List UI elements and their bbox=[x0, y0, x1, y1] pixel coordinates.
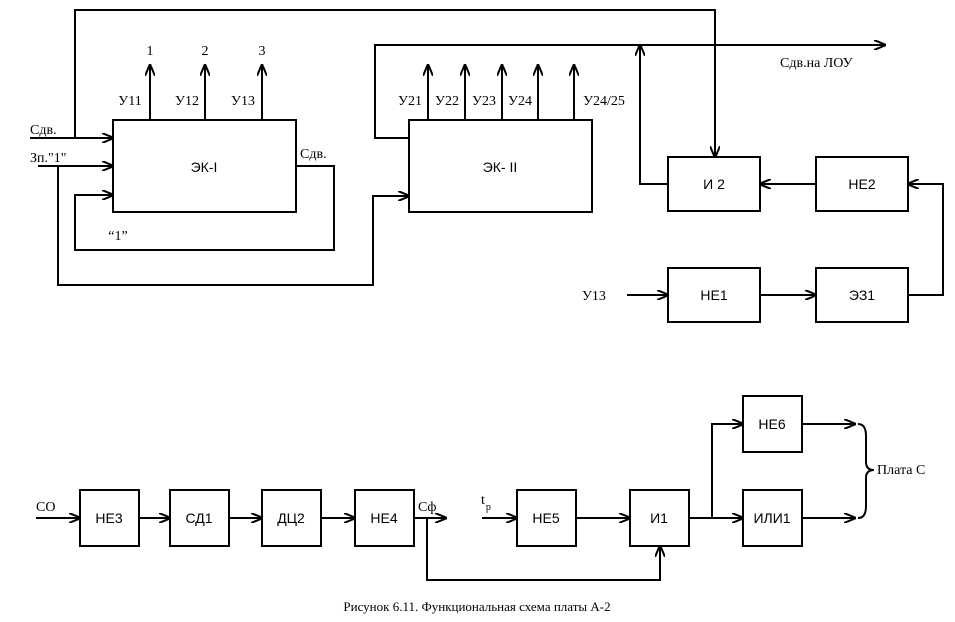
ez1-to-ne2-arrow bbox=[908, 184, 944, 296]
i1-label: И1 bbox=[650, 510, 668, 526]
ek2-output-label-1: У21 bbox=[398, 94, 422, 109]
co-input-label: СО bbox=[36, 500, 55, 515]
plata-c-label: Плата С bbox=[877, 463, 925, 478]
sf-label: Сф bbox=[418, 500, 436, 515]
dts2-label: ДЦ2 bbox=[277, 510, 305, 526]
sf-to-i1-wire bbox=[426, 518, 660, 581]
ek2-block: ЭК- II bbox=[408, 119, 593, 213]
ez1-block: ЭЗ1 bbox=[815, 267, 909, 323]
zp1-input-label: Зп."1" bbox=[30, 151, 66, 166]
one-loop-label: “1” bbox=[108, 229, 127, 244]
sdv-lou-wire bbox=[374, 45, 885, 139]
ne3-label: НЕ3 bbox=[95, 510, 122, 526]
ek2-output-label-3: У23 bbox=[472, 94, 496, 109]
ne-chain-wires: У13 bbox=[582, 184, 944, 304]
ili1-label: ИЛИ1 bbox=[753, 510, 790, 526]
one-feedback-wire bbox=[74, 165, 335, 251]
i1-block: И1 bbox=[629, 489, 690, 547]
ne1-block: НЕ1 bbox=[667, 267, 761, 323]
ne4-label: НЕ4 bbox=[370, 510, 397, 526]
u13-input-label: У13 bbox=[582, 289, 606, 304]
ne3-block: НЕ3 bbox=[79, 489, 140, 547]
ne6-label: НЕ6 bbox=[758, 416, 785, 432]
sdv-output-label: Сдв. bbox=[300, 147, 327, 162]
ne6-block: НЕ6 bbox=[742, 395, 803, 453]
ek1-output-num-3: 3 bbox=[259, 44, 266, 59]
ez1-label: ЭЗ1 bbox=[849, 287, 875, 303]
i2-output-wire bbox=[640, 45, 668, 185]
ne2-label: НЕ2 bbox=[848, 176, 875, 192]
ek1-output-label-1: У11 bbox=[118, 94, 141, 109]
ek2-outputs: У21 У22 У23 У24 У24/25 bbox=[398, 65, 625, 120]
ek2-output-label-4: У24 bbox=[508, 94, 532, 109]
ek1-feedback-loop: Сдв. “1” bbox=[74, 147, 335, 251]
figure-caption: Рисунок 6.11. Функциональная схема платы… bbox=[343, 599, 610, 614]
ne4-block: НЕ4 bbox=[354, 489, 415, 547]
sd1-block: СД1 bbox=[169, 489, 230, 547]
ek1-output-num-1: 1 bbox=[147, 44, 154, 59]
ek2-output-label-5: У24/25 bbox=[583, 94, 625, 109]
ek1-output-label-2: У12 bbox=[175, 94, 199, 109]
ek1-block: ЭК-I bbox=[112, 119, 297, 213]
i1-to-ne6-wire bbox=[711, 424, 743, 518]
ne5-label: НЕ5 bbox=[532, 510, 559, 526]
ili1-block: ИЛИ1 bbox=[742, 489, 803, 547]
ek1-inputs: Сдв. Зп."1" bbox=[30, 9, 715, 286]
sdv-lou-label: Сдв.на ЛОУ bbox=[780, 56, 853, 71]
ne2-block: НЕ2 bbox=[815, 156, 909, 212]
dts2-block: ДЦ2 bbox=[261, 489, 322, 547]
ek1-label: ЭК-I bbox=[191, 159, 218, 175]
i2-block: И 2 bbox=[667, 156, 761, 212]
tr-label: tр bbox=[481, 493, 491, 513]
plata-c-brace bbox=[857, 423, 875, 519]
ne5-block: НЕ5 bbox=[516, 489, 577, 547]
ek2-output-label-2: У22 bbox=[435, 94, 459, 109]
ek1-output-label-3: У13 bbox=[231, 94, 255, 109]
ek2-label: ЭК- II bbox=[483, 159, 518, 175]
ek1-output-num-2: 2 bbox=[202, 44, 209, 59]
zp1-bus-to-ek2 bbox=[57, 166, 409, 286]
sdv-lou-path: Сдв.на ЛОУ bbox=[374, 45, 885, 185]
ne1-label: НЕ1 bbox=[700, 287, 727, 303]
sd1-label: СД1 bbox=[185, 510, 212, 526]
i2-label: И 2 bbox=[703, 176, 725, 192]
sdv-input-label: Сдв. bbox=[30, 123, 57, 138]
sdv-bus-to-i2 bbox=[74, 9, 715, 157]
ek1-outputs: 1 2 3 У11 У12 У13 bbox=[118, 44, 265, 120]
bottom-wires: СО Сф tр Плата С bbox=[36, 423, 925, 581]
